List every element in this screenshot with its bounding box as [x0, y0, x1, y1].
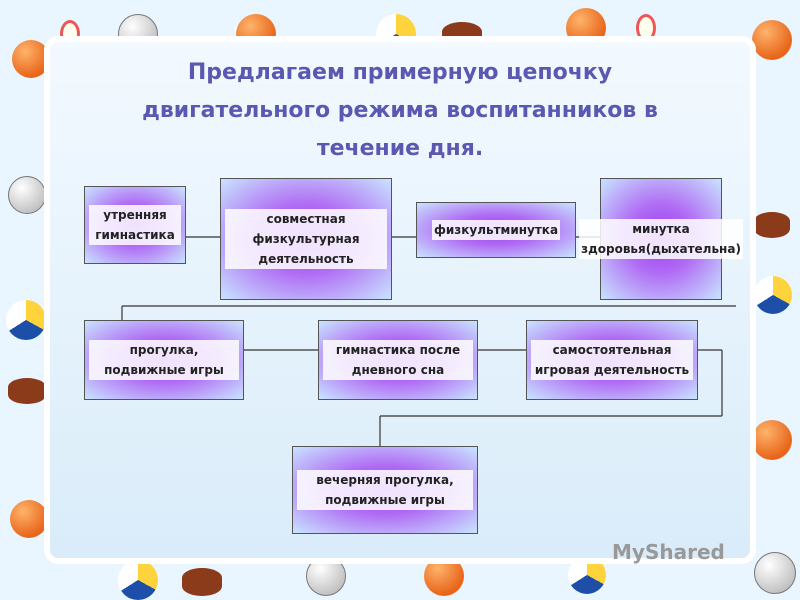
node-label: прогулка, подвижные игры: [89, 340, 239, 380]
football-icon: [754, 212, 790, 238]
node-phys-minute: физкультминутка: [416, 202, 576, 258]
node-label: утренняя гимнастика: [89, 205, 181, 245]
node-evening-walk: вечерняя прогулка, подвижные игры: [292, 446, 478, 534]
soccer-ball-icon: [8, 176, 46, 214]
basketball-icon: [12, 40, 50, 78]
football-icon: [182, 568, 222, 596]
node-walk-games: прогулка, подвижные игры: [84, 320, 244, 400]
soccer-ball-icon: [754, 552, 796, 594]
volleyball-icon: [6, 300, 46, 340]
football-icon: [8, 378, 46, 404]
node-self-play: самостоятельная игровая деятельность: [526, 320, 698, 400]
watermark: MyShared: [612, 540, 725, 564]
basketball-icon: [752, 420, 792, 460]
node-label: вечерняя прогулка, подвижные игры: [297, 470, 473, 510]
node-morning-exercise: утренняя гимнастика: [84, 186, 186, 264]
node-joint-activity: совместная физкультурная деятельность: [220, 178, 392, 300]
basketball-icon: [752, 20, 792, 60]
node-label: гимнастика после дневного сна: [323, 340, 473, 380]
node-label: минутка здоровья(дыхательна): [579, 219, 743, 259]
node-after-nap: гимнастика после дневного сна: [318, 320, 478, 400]
volleyball-icon: [118, 560, 158, 600]
volleyball-icon: [754, 276, 792, 314]
page-title: Предлагаем примерную цепочку двигательно…: [142, 60, 658, 161]
node-label: самостоятельная игровая деятельность: [531, 340, 693, 380]
node-label: совместная физкультурная деятельность: [225, 209, 387, 269]
node-label: физкультминутка: [431, 220, 561, 240]
node-health-minute: минутка здоровья(дыхательна): [579, 178, 743, 300]
basketball-icon: [10, 500, 48, 538]
